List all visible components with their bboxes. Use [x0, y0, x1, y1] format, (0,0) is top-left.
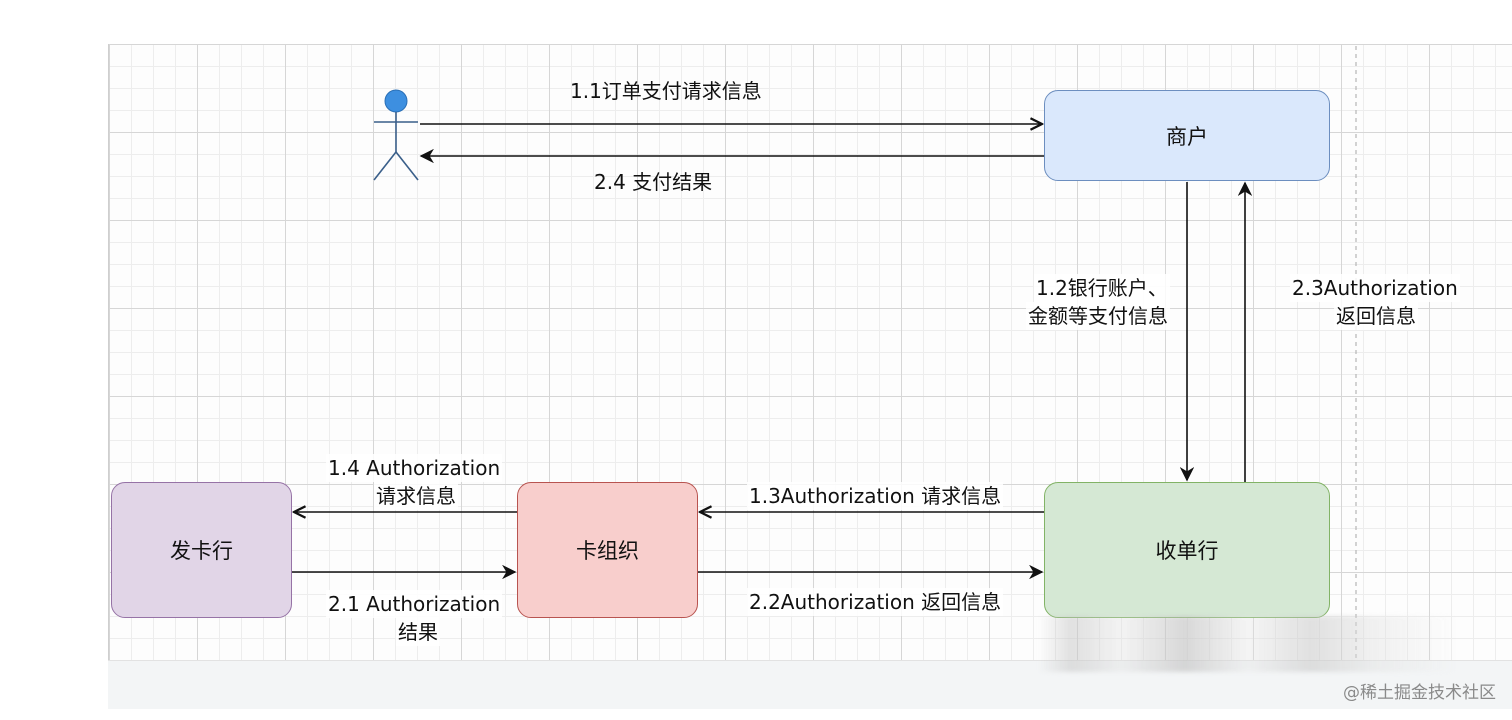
label-step-2-2: 2.2Authorization 返回信息: [747, 588, 1004, 616]
label-step-1-3: 1.3Authorization 请求信息: [747, 482, 1004, 510]
label-step-1-4-line2: 请求信息: [374, 482, 458, 510]
label-step-1-2-line2: 金额等支付信息: [1026, 302, 1170, 330]
issuer-node[interactable]: 发卡行: [111, 482, 292, 618]
acquirer-label: 收单行: [1155, 539, 1219, 563]
juejin-watermark: @稀土掘金技术社区: [1343, 683, 1496, 703]
issuer-label: 发卡行: [170, 539, 233, 563]
label-step-2-1-line1: 2.1 Authorization: [326, 590, 503, 618]
label-step-1-4-line1: 1.4 Authorization: [326, 454, 503, 482]
merchant-node[interactable]: 商户: [1044, 90, 1330, 181]
label-step-2-1-line2: 结果: [396, 618, 440, 646]
label-step-2-3-line1: 2.3Authorization: [1290, 274, 1460, 302]
label-step-1-2-line1: 1.2银行账户、: [1034, 274, 1170, 302]
actor-head: [384, 89, 408, 113]
blurred-watermark: [1038, 616, 1458, 672]
card-org-node[interactable]: 卡组织: [517, 482, 698, 618]
merchant-label: 商户: [1166, 124, 1208, 149]
card-org-label: 卡组织: [576, 539, 639, 563]
acquirer-node[interactable]: 收单行: [1044, 482, 1330, 618]
label-step-1-1: 1.1订单支付请求信息: [570, 79, 762, 103]
label-step-2-3-line2: 返回信息: [1334, 302, 1418, 330]
label-step-2-4: 2.4 支付结果: [594, 170, 713, 194]
user-actor-icon: [373, 89, 419, 181]
